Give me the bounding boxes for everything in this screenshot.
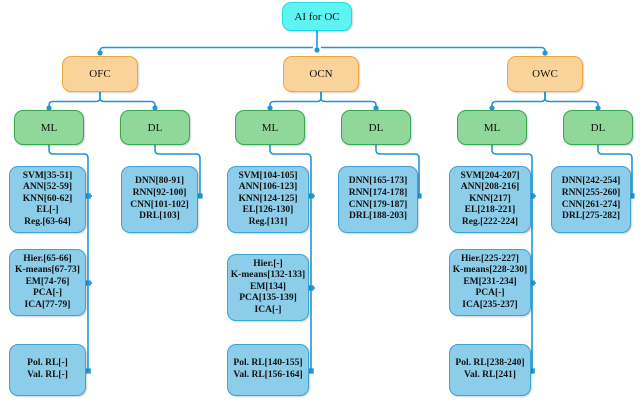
leaf-line: RNN[255-260] — [561, 187, 621, 198]
node-label: OCN — [309, 68, 333, 80]
leaf-line: K-means[132-133] — [230, 270, 306, 281]
node-ofc[interactable]: OFC — [62, 56, 138, 92]
leaf-line: ANN[208-216] — [460, 182, 520, 193]
node-ocn-dl[interactable]: DL — [341, 110, 411, 145]
leaf-line: ANN[52-59] — [22, 182, 73, 193]
leaf-line: ICA[77-79] — [24, 299, 71, 310]
node-ofc-ml[interactable]: ML — [14, 110, 84, 145]
leaf-line: Val. RL[156-164] — [233, 370, 303, 380]
leaf-line: CNN[179-187] — [348, 199, 408, 210]
leaf-line: CNN[101-102] — [130, 199, 189, 210]
leaf-line: PCA[-] — [475, 288, 505, 299]
node-owc-ml[interactable]: ML — [457, 110, 527, 145]
leaf-line: SVM[104-105] — [238, 170, 298, 181]
node-label: DL — [590, 121, 606, 134]
leaf-line: Pol. RL[140-155] — [233, 358, 303, 369]
leaf-line: RNN[92-100] — [132, 187, 187, 198]
leaf-line: EM[134] — [250, 281, 286, 292]
leaf-line: ICA[235-237] — [462, 299, 518, 310]
leaf-line: EM[231-234] — [463, 276, 517, 287]
leaf-owc-ml-reinforcement[interactable]: Pol. RL[238-240]Val. RL[241] — [449, 344, 531, 396]
leaf-line: PCA[-] — [32, 288, 62, 299]
node-label: ML — [40, 121, 58, 134]
node-label: OFC — [89, 68, 111, 80]
leaf-line: Pol. RL[238-240] — [455, 358, 525, 369]
leaf-ofc-ml-supervised[interactable]: SVM[35-51]ANN[52-59]KNN[60-62]EL[-]Reg.[… — [9, 166, 86, 233]
leaf-line: CNN[261-274] — [561, 199, 621, 210]
leaf-line: Reg.[63-64] — [24, 216, 71, 227]
node-label: DL — [368, 121, 384, 134]
leaf-line: K-means[67-73] — [15, 265, 80, 276]
leaf-line: EL[126-130] — [242, 205, 294, 216]
leaf-ofc-ml-unsupervised[interactable]: Hier.[65-66]K-means[67-73]EM[74-76]PCA[-… — [9, 249, 86, 316]
leaf-line: Val. RL[241] — [464, 370, 516, 380]
leaf-line: K-means[228-230] — [452, 265, 528, 276]
leaf-ocn-ml-supervised[interactable]: SVM[104-105]ANN[106-123]KNN[124-125]EL[1… — [227, 166, 309, 233]
leaf-owc-dl[interactable]: DNN[242-254]RNN[255-260]CNN[261-274]DRL[… — [551, 166, 631, 233]
node-ofc-dl[interactable]: DL — [120, 110, 190, 145]
leaf-line: KNN[217] — [469, 193, 511, 204]
leaf-line: Hier.[65-66] — [23, 253, 72, 264]
leaf-line: Val. RL[-] — [27, 370, 68, 380]
node-label: AI for OC — [294, 10, 340, 23]
leaf-ocn-ml-reinforcement[interactable]: Pol. RL[140-155]Val. RL[156-164] — [227, 344, 309, 396]
leaf-ofc-ml-reinforcement[interactable]: Pol. RL[-]Val. RL[-] — [9, 344, 86, 396]
leaf-line: RNN[174-178] — [348, 187, 408, 198]
node-ocn-ml[interactable]: ML — [235, 110, 305, 145]
leaf-line: EM[74-76] — [25, 276, 70, 287]
leaf-line: SVM[204-207] — [460, 170, 520, 181]
node-label: DL — [147, 121, 163, 134]
node-label: ML — [483, 121, 501, 134]
node-label: ML — [261, 121, 279, 134]
leaf-ocn-ml-unsupervised[interactable]: Hier.[-]K-means[132-133]EM[134]PCA[135-1… — [227, 254, 309, 321]
leaf-line: Pol. RL[-] — [27, 358, 68, 369]
leaf-line: KNN[124-125] — [238, 193, 298, 204]
leaf-line: EL[218-221] — [464, 205, 516, 216]
leaf-line: Hier.[225-227] — [461, 253, 519, 264]
leaf-line: Reg.[131] — [248, 216, 288, 227]
leaf-line: DNN[242-254] — [561, 176, 621, 187]
leaf-line: Reg.[222-224] — [461, 216, 519, 227]
leaf-line: ANN[106-123] — [238, 182, 298, 193]
leaf-line: DRL[275-282] — [561, 211, 621, 222]
leaf-ocn-dl[interactable]: DNN[165-173]RNN[174-178]CNN[179-187]DRL[… — [338, 166, 418, 233]
leaf-line: KNN[60-62] — [22, 193, 73, 204]
node-ocn[interactable]: OCN — [283, 56, 359, 92]
leaf-line: SVM[35-51] — [22, 170, 73, 181]
leaf-line: ICA[-] — [254, 304, 282, 315]
leaf-line: DNN[80-91] — [134, 176, 185, 187]
leaf-line: EL[-] — [36, 205, 59, 216]
leaf-ofc-dl[interactable]: DNN[80-91]RNN[92-100]CNN[101-102]DRL[103… — [121, 166, 198, 233]
node-owc[interactable]: OWC — [507, 56, 583, 92]
node-label: OWC — [532, 68, 558, 80]
leaf-owc-ml-supervised[interactable]: SVM[204-207]ANN[208-216]KNN[217]EL[218-2… — [449, 166, 531, 233]
leaf-line: Hier.[-] — [253, 258, 283, 269]
leaf-line: DRL[103] — [139, 211, 180, 222]
leaf-line: DRL[188-203] — [348, 211, 408, 222]
node-root-ai-for-oc[interactable]: AI for OC — [282, 2, 352, 31]
leaf-owc-ml-unsupervised[interactable]: Hier.[225-227]K-means[228-230]EM[231-234… — [449, 249, 531, 316]
leaf-line: PCA[135-139] — [239, 293, 297, 304]
leaf-line: DNN[165-173] — [348, 176, 408, 187]
node-owc-dl[interactable]: DL — [563, 110, 633, 145]
